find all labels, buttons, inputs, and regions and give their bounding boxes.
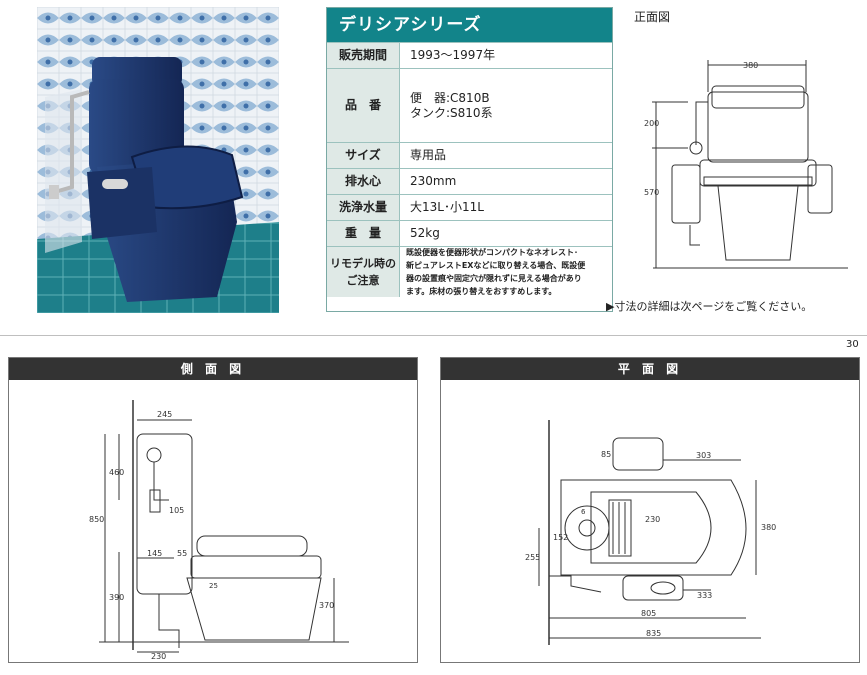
spec-label: 重 量 <box>327 221 400 246</box>
spec-value: 専用品 <box>410 148 447 162</box>
spec-label: 洗浄水量 <box>327 195 400 220</box>
spec-row-flush-volume: 洗浄水量 大13L･小11L <box>327 194 612 220</box>
front-view-drawing: 380 200 570 <box>628 30 863 298</box>
spec-row-size: サイズ 専用品 <box>327 142 612 168</box>
dim-460: 460 <box>109 468 124 477</box>
detail-note: ▶寸法の詳細は次ページをご覧ください。 <box>606 300 813 313</box>
side-view-title: 側 面 図 <box>9 358 417 380</box>
spec-value: 既設便器を便器形状がコンパクトなネオレスト･ <box>406 248 578 257</box>
dim-245: 245 <box>157 410 172 419</box>
spec-row-drain-center: 排水心 230mm <box>327 168 612 194</box>
spec-value: タンク:S810系 <box>410 105 493 120</box>
dim-152: 152 <box>553 533 568 542</box>
spec-row-weight: 重 量 52kg <box>327 220 612 246</box>
dim-835: 835 <box>646 629 661 638</box>
dim-370: 370 <box>319 601 334 610</box>
spec-label-line: リモデル時の <box>330 257 396 270</box>
series-title: デリシアシリーズ <box>327 8 612 42</box>
spec-label: リモデル時の ご注意 <box>327 247 400 297</box>
spec-value: 便 器:C810B <box>410 90 490 105</box>
dim-55: 55 <box>177 549 187 558</box>
side-view-panel: 側 面 図 245 460 850 105 145 55 390 25 370 <box>8 357 418 663</box>
dim-6: 6 <box>581 508 586 516</box>
spec-value: 大13L･小11L <box>410 200 484 214</box>
dim-230: 230 <box>645 515 660 524</box>
spec-label: 排水心 <box>327 169 400 194</box>
spec-value: 230mm <box>410 174 457 188</box>
spec-value: 52kg <box>410 226 440 240</box>
dim-850: 850 <box>89 515 104 524</box>
spec-value: 器の設置痕や固定穴が隠れずに見える場合があり <box>406 274 582 283</box>
spec-label: サイズ <box>327 143 400 168</box>
toilet-photo <box>37 7 279 313</box>
spec-table: デリシアシリーズ 販売期間 1993〜1997年 品 番 便 器:C810B タ… <box>326 7 613 312</box>
dim-85: 85 <box>601 450 611 459</box>
spec-value: ます。床材の張り替えをおすすめします。 <box>406 287 557 296</box>
spec-label: 販売期間 <box>327 43 400 68</box>
dim-380: 380 <box>743 61 758 70</box>
spec-row-remodel-caution: リモデル時の ご注意 既設便器を便器形状がコンパクトなネオレスト･ 新ピュアレス… <box>327 246 612 297</box>
dim-105: 105 <box>169 506 184 515</box>
plan-view-panel: 平 面 図 85 303 6 230 152 380 255 333 805 8… <box>440 357 860 663</box>
dim-255: 255 <box>525 553 540 562</box>
spec-row-sales-period: 販売期間 1993〜1997年 <box>327 42 612 68</box>
divider <box>0 335 867 336</box>
dim-25: 25 <box>209 582 218 590</box>
dim-145: 145 <box>147 549 162 558</box>
spec-row-part-number: 品 番 便 器:C810B タンク:S810系 <box>327 68 612 142</box>
spec-label-line: ご注意 <box>346 274 380 287</box>
dim-230: 230 <box>151 652 166 661</box>
dim-200: 200 <box>644 119 659 128</box>
dim-380: 380 <box>761 523 776 532</box>
spec-value: 新ピュアレストEXなどに取り替える場合、既設便 <box>406 261 586 270</box>
dim-333: 333 <box>697 591 712 600</box>
front-view-title: 正面図 <box>634 10 671 24</box>
page-number: 30 <box>846 339 859 350</box>
dim-390: 390 <box>109 593 124 602</box>
dim-570: 570 <box>644 188 659 197</box>
spec-value: 1993〜1997年 <box>410 48 496 62</box>
spec-label: 品 番 <box>327 69 400 142</box>
plan-view-title: 平 面 図 <box>441 358 859 380</box>
dim-805: 805 <box>641 609 656 618</box>
dim-303: 303 <box>696 451 711 460</box>
